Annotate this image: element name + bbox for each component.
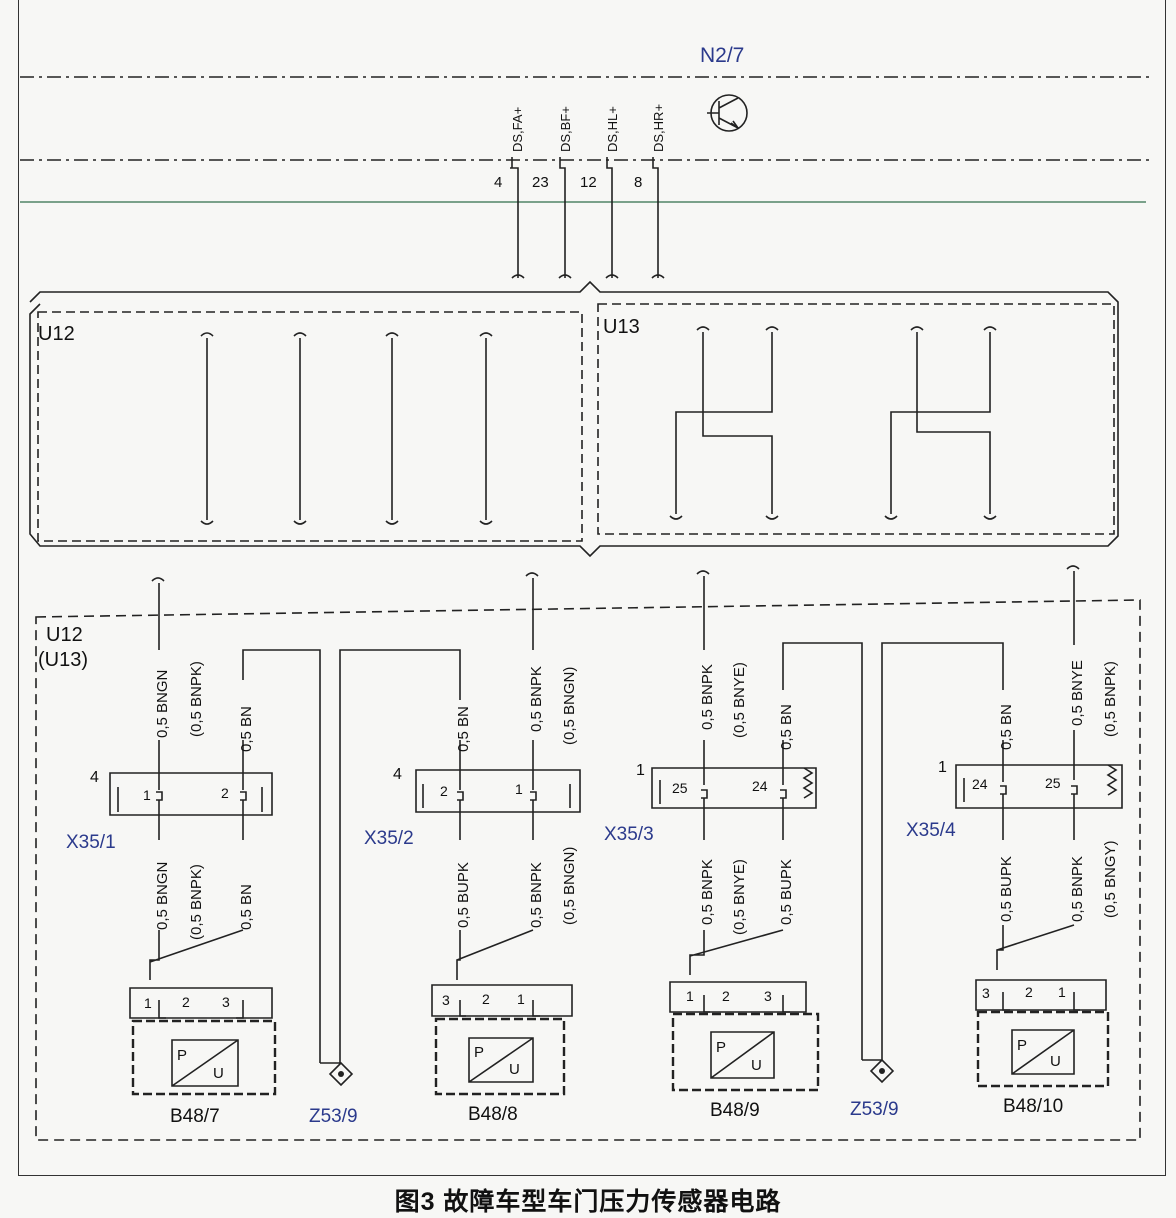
connector-4-name: X35/4: [906, 820, 956, 841]
pin-label-3: DS,HL+: [605, 106, 620, 152]
wire-label: 0,5 BUPK: [778, 859, 795, 925]
wiring-diagram: N2/7 DS,FA+ DS,BF+ DS,HL+ DS,HR+ 4 23 12…: [20, 44, 1150, 1141]
lower-group-sublabel: (U13): [38, 649, 88, 671]
sensor-1-pin-3: 3: [222, 994, 230, 1010]
diagram-frame: [18, 0, 1166, 1176]
pin-label-2: DS,BF+: [558, 106, 573, 152]
connector-3-pin-a: 25: [672, 780, 688, 796]
connector-4-pin-b: 25: [1045, 775, 1061, 791]
sensor-3-pin-3: 3: [764, 988, 772, 1004]
sensor-1-p: P: [177, 1047, 187, 1064]
sensor-4-wiring: [881, 571, 1123, 1088]
sensor-4-pin-2: 2: [1025, 984, 1033, 1000]
sensor-4-pin-3: 1: [1058, 984, 1066, 1000]
pin-label-4: DS,HR+: [651, 104, 666, 152]
connector-2-pin-a: 2: [440, 783, 448, 799]
u13-crossed-wires: [669, 326, 997, 520]
wire-label: (0,5 BNGN): [561, 847, 578, 925]
wire-label: 0,5 BN: [238, 884, 255, 930]
wire-label: (0,5 BNYE): [731, 662, 748, 738]
harness-left-label: U12: [38, 323, 75, 345]
ground-point-2: [862, 1058, 895, 1084]
connector-1-name: X35/1: [66, 832, 116, 853]
wire-label: 0,5 BUPK: [998, 856, 1015, 922]
sensor-3-wiring: [651, 576, 863, 1092]
wire-label: (0,5 BNPK): [188, 661, 205, 737]
sensor-3-pin-1: 1: [686, 988, 694, 1004]
connector-2-name: X35/2: [364, 828, 414, 849]
wire-label: (0,5 BNYE): [731, 859, 748, 935]
connector-2-side-pin: 4: [393, 766, 402, 783]
harness-bracket: [29, 280, 1119, 558]
sensor-2-name: B48/8: [468, 1104, 518, 1125]
connector-1-pin-a: 1: [143, 787, 151, 803]
harness-u12-box: [37, 311, 583, 542]
connector-3-name: X35/3: [604, 824, 654, 845]
u12-straight-wires: [200, 332, 493, 525]
sensor-1-pin-1: 1: [144, 995, 152, 1011]
wire-label: (0,5 BNGN): [561, 667, 578, 745]
connector-1-pin-b: 2: [221, 785, 229, 801]
sensor-1-u: U: [213, 1065, 224, 1082]
sensor-2-wiring: [339, 578, 581, 1096]
sensor-3-u: U: [751, 1057, 762, 1074]
pin-number-2: 23: [532, 174, 549, 191]
sensor-4-p: P: [1017, 1037, 1027, 1054]
wire-label: 0,5 BN: [455, 706, 472, 752]
sensor-1-wiring: [109, 583, 321, 1096]
module-label: N2/7: [700, 44, 744, 67]
wire-label: 0,5 BNPK: [528, 862, 545, 928]
wire-label: 0,5 BNYE: [1069, 660, 1086, 726]
pin-label-1: DS,FA+: [510, 107, 525, 152]
wire-label: 0,5 BNGN: [154, 862, 171, 930]
lower-group-label: U12: [46, 624, 83, 646]
sensor-3-p: P: [716, 1039, 726, 1056]
connector-4-pin-a: 24: [972, 776, 988, 792]
sensor-4-pin-1: 3: [982, 985, 990, 1001]
wire-label: 0,5 BN: [998, 704, 1015, 750]
wire-label: (0,5 BNGY): [1102, 840, 1119, 918]
connector-3-side-pin: 1: [636, 762, 645, 779]
pin-number-1: 4: [494, 174, 502, 191]
sensor-1-pin-2: 2: [182, 994, 190, 1010]
figure-caption: 图3 故障车型车门压力传感器电路: [394, 1188, 782, 1216]
connector-3-pin-b: 24: [752, 778, 768, 794]
connector-4-side-pin: 1: [938, 759, 947, 776]
wire-label: (0,5 BNPK): [188, 864, 205, 940]
sensor-4-u: U: [1050, 1053, 1061, 1070]
wire-label: 0,5 BNPK: [1069, 856, 1086, 922]
pin-number-4: 8: [634, 174, 642, 191]
sensor-3-pin-2: 2: [722, 988, 730, 1004]
module-pins: [510, 157, 665, 279]
wire-label: (0,5 BNPK): [1102, 661, 1119, 737]
wire-label: 0,5 BNPK: [528, 666, 545, 732]
sensor-2-p: P: [474, 1044, 484, 1061]
sensor-1-name: B48/7: [170, 1106, 220, 1127]
transistor-icon: [707, 94, 748, 132]
wire-stubs: [151, 565, 1080, 582]
sensor-2-pin-2: 2: [482, 991, 490, 1007]
harness-u13-box: [597, 303, 1115, 535]
ground-label-1: Z53/9: [309, 1106, 358, 1127]
wire-label: 0,5 BNPK: [699, 664, 716, 730]
harness-right-label: U13: [603, 316, 640, 338]
sensor-4-name: B48/10: [1003, 1096, 1063, 1117]
connector-1-side-pin: 4: [90, 769, 99, 786]
ground-point-1: [320, 1061, 354, 1087]
wire-label: 0,5 BN: [238, 706, 255, 752]
sensor-2-u: U: [509, 1061, 520, 1078]
ground-label-2: Z53/9: [850, 1099, 899, 1120]
sensor-2-pin-3: 1: [517, 991, 525, 1007]
connector-2-pin-b: 1: [515, 781, 523, 797]
wire-label: 0,5 BNGN: [154, 670, 171, 738]
sensor-2-pin-1: 3: [442, 992, 450, 1008]
pin-number-3: 12: [580, 174, 597, 191]
wire-label: 0,5 BUPK: [455, 862, 472, 928]
wire-label: 0,5 BN: [778, 704, 795, 750]
lower-group-box: [35, 599, 1141, 1141]
wire-label: 0,5 BNPK: [699, 859, 716, 925]
sensor-3-name: B48/9: [710, 1100, 760, 1121]
